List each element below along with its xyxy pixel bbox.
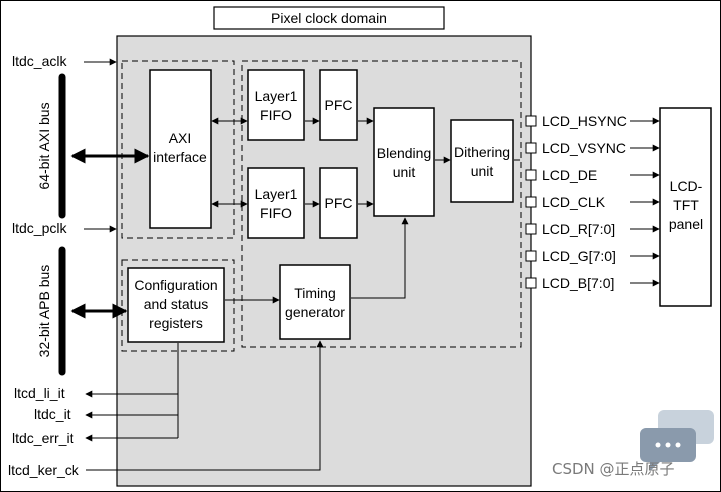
panel-label-2: TFT: [673, 197, 699, 213]
pfc-a-block: [319, 69, 358, 141]
config-label-1: Configuration: [134, 277, 217, 293]
lcd-tft-panel-block: [659, 107, 712, 307]
pin-lcd-g-7-0: [525, 250, 537, 262]
timing-generator-block: [279, 264, 351, 340]
csdn-watermark: CSDN @正点原子: [552, 460, 675, 478]
ltdc-err-it-label: ltdc_err_it: [12, 430, 74, 446]
ltdc-it-label: ltdc_it: [34, 406, 71, 422]
pin-lcd-r-7-0: [525, 223, 537, 235]
dithering-label-1: Dithering: [454, 144, 510, 160]
apb-bus-label: 32-bit APB bus: [36, 265, 52, 358]
layer1-fifo-a-label-2: FIFO: [260, 107, 292, 123]
blending-label-2: unit: [393, 164, 416, 180]
signal-label-lcd-hsync: LCD_HSYNC: [542, 113, 627, 129]
ltdc-pclk-label: ltdc_pclk: [12, 220, 67, 236]
config-label-3: registers: [149, 315, 203, 331]
layer1-fifo-b-label-2: FIFO: [260, 205, 292, 221]
signal-label-lcd-clk: LCD_CLK: [542, 194, 606, 210]
signal-label-lcd-b-7-0: LCD_B[7:0]: [542, 275, 614, 291]
blending-label-1: Blending: [377, 145, 432, 161]
pixel-dashed-group: [241, 60, 522, 348]
pin-lcd-de: [525, 169, 537, 181]
timing-label-1: Timing: [294, 285, 336, 301]
config-registers-block: [127, 267, 225, 343]
pin-lcd-b-7-0: [525, 277, 537, 289]
ltcd-ker-ck-label: ltcd_ker_ck: [8, 462, 80, 478]
ltcd-li-it-label: ltcd_li_it: [14, 385, 65, 401]
lcd-pin-group: LCD_HSYNC LCD_VSYNC LCD_DE LCD_CLK LCD_R[7:0…: [525, 113, 660, 291]
pin-lcd-vsync: [525, 142, 537, 154]
timing-to-blending-link: [351, 217, 409, 299]
ltdc-aclk-label: ltdc_aclk: [12, 53, 67, 69]
domain-title: Pixel clock domain: [271, 10, 387, 26]
dithering-label-2: unit: [471, 163, 494, 179]
layer1-fifo-b-label-1: Layer1: [255, 186, 298, 202]
pin-lcd-hsync: [525, 115, 537, 127]
axi-dashed-group: [121, 60, 235, 239]
chat-bubble-icon: [640, 410, 714, 471]
axi-bus-label: 64-bit AXI bus: [36, 102, 52, 189]
dithering-unit-block: [450, 119, 514, 203]
pfc-b-label: PFC: [325, 195, 353, 211]
pfc-a-label: PFC: [325, 97, 353, 113]
axi-label-1: AXI: [169, 130, 192, 146]
panel-label-1: LCD-: [670, 178, 703, 194]
pfc-b-block: [319, 167, 358, 239]
signal-label-lcd-de: LCD_DE: [542, 167, 597, 183]
axi-interface-block: [149, 69, 212, 229]
signal-label-lcd-vsync: LCD_VSYNC: [542, 140, 626, 156]
pin-lcd-clk: [525, 196, 537, 208]
timing-label-2: generator: [285, 304, 345, 320]
layer1-fifo-a-label-1: Layer1: [255, 88, 298, 104]
signal-label-lcd-g-7-0: LCD_G[7:0]: [542, 248, 616, 264]
signal-label-lcd-r-7-0: LCD_R[7:0]: [542, 221, 615, 237]
ltcd-ker-ck-arrow: [86, 340, 324, 471]
axi-label-2: interface: [153, 149, 207, 165]
layer1-fifo-b-block: [247, 167, 305, 239]
domain-title-box: [213, 6, 445, 30]
config-label-2: and status: [144, 296, 209, 312]
layer1-fifo-a-block: [247, 69, 305, 141]
blending-unit-block: [373, 107, 435, 217]
panel-label-3: panel: [669, 216, 703, 232]
